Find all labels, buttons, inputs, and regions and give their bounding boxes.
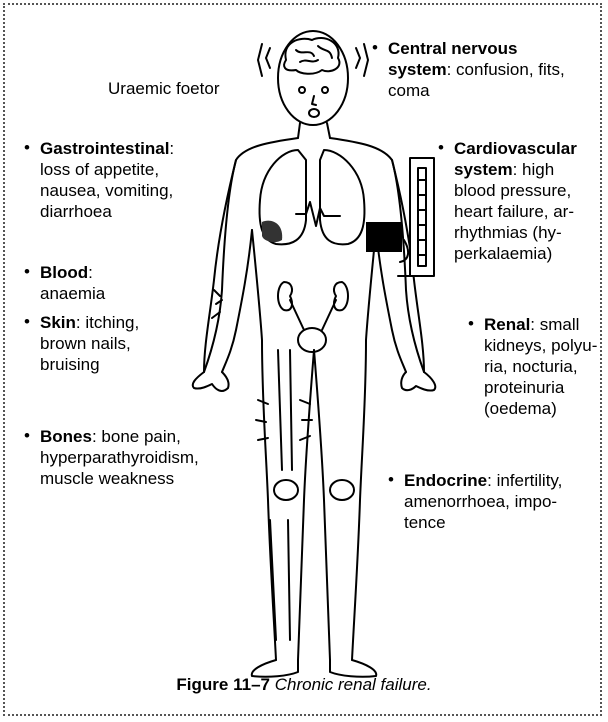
bullet: • xyxy=(24,261,30,282)
endocrine-item: • Endocrine: infertility, amenorrhoea, i… xyxy=(404,470,562,533)
figure-caption: Figure 11–7 Chronic renal failure. xyxy=(0,675,608,695)
ecg-trace xyxy=(296,202,340,226)
leg-bone xyxy=(270,350,292,640)
right-kidney xyxy=(334,282,348,310)
skin-item: • Skin: itching, brown nails, bruising xyxy=(40,312,139,375)
left-kidney xyxy=(278,282,292,310)
bullet: • xyxy=(24,311,30,332)
bullet: • xyxy=(468,313,474,334)
gi-item: • Gastrointestinal: loss of appetite, na… xyxy=(40,138,174,222)
left-hand xyxy=(193,372,229,391)
renal-item: • Renal: small kidneys, polyu- ria, noct… xyxy=(484,314,597,419)
caption-number: Figure 11–7 xyxy=(176,675,270,694)
bullet: • xyxy=(372,37,378,58)
bullet: • xyxy=(24,425,30,446)
caption-text: Chronic renal failure. xyxy=(275,675,432,694)
bullet: • xyxy=(24,137,30,158)
gi-patch xyxy=(262,221,282,242)
bp-cuff xyxy=(366,222,402,252)
bladder xyxy=(298,328,326,352)
right-hand xyxy=(401,372,435,391)
uraemic-foetor-label: Uraemic foetor xyxy=(108,78,219,99)
torso-outline xyxy=(204,138,298,372)
bones-item: • Bones: bone pain, hyperparathyroidism,… xyxy=(40,426,199,489)
right-lung xyxy=(320,150,364,244)
fits-lines xyxy=(258,44,368,76)
bullet: • xyxy=(438,137,444,158)
cardiovascular-item: • Cardiovascular system: high blood pres… xyxy=(454,138,577,264)
cns-item: • Central nervous system: confusion, fit… xyxy=(388,38,565,101)
bullet: • xyxy=(388,469,394,490)
blood-item: • Blood: anaemia xyxy=(40,262,105,304)
